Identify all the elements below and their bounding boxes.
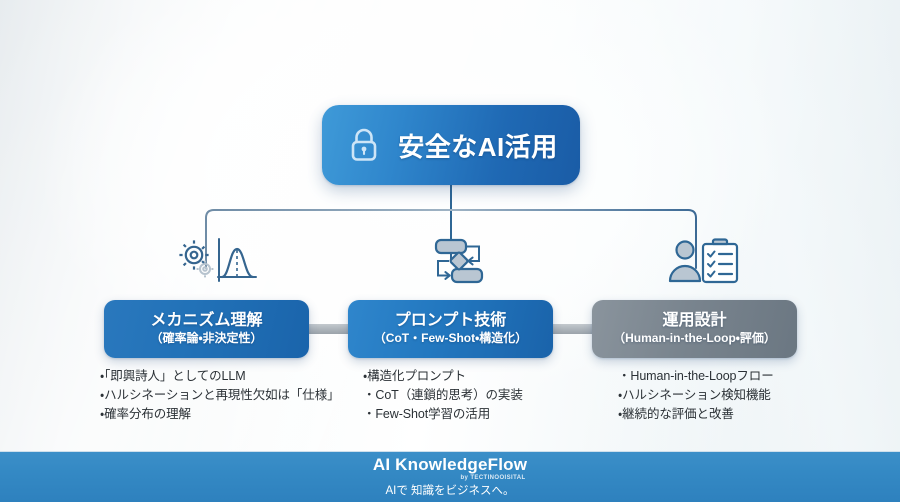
pillar-icon-prompt bbox=[405, 232, 515, 290]
pillar-box-prompt[interactable]: プロンプト技術 （CoT・Few-Shot・構造化） bbox=[348, 300, 553, 358]
gears-bellcurve-icon bbox=[179, 238, 257, 282]
pillar-subtitle: （確率論・非決定性） bbox=[150, 331, 263, 346]
pillar-icon-mechanism bbox=[160, 232, 270, 290]
footer-tagline: AIで 知識をビジネスへ。 bbox=[385, 485, 515, 498]
pillar-icon-operations bbox=[650, 232, 760, 290]
footer-band: AI KnowledgeFlow by TECTINOOISITAL AIで 知… bbox=[0, 451, 900, 502]
pillar-bullets-mechanism: ・「即興詩人」としてのLLM ・ハルシネーションと再現性欠如は「仕様」 ・確率分… bbox=[100, 367, 350, 424]
lock-icon bbox=[344, 122, 384, 168]
list-item: ・CoT（連鎖的思考）の実装 bbox=[363, 388, 523, 402]
pillar-subtitle: （Human-in-the-Loop・評価） bbox=[613, 331, 776, 346]
main-title-card: 安全なAI活用 bbox=[322, 105, 580, 185]
pillar-box-mechanism[interactable]: メカニズム理解 （確率論・非決定性） bbox=[104, 300, 309, 358]
pillar-title: 運用設計 bbox=[662, 311, 727, 329]
footer-byline: by TECTINOOISITAL bbox=[460, 475, 526, 482]
list-item: ・確率分布の理解 bbox=[100, 407, 191, 421]
flowchart-icon bbox=[434, 238, 484, 284]
footer-brand-name: AI KnowledgeFlow bbox=[372, 455, 528, 475]
pillar-title: メカニズム理解 bbox=[150, 311, 263, 329]
list-item: ・ハルシネーション検知機能 bbox=[618, 388, 771, 402]
list-item: ・「即興詩人」としてのLLM bbox=[100, 369, 246, 383]
list-item: ・Few-Shot学習の活用 bbox=[363, 407, 491, 421]
pillar-subtitle: （CoT・Few-Shot・構造化） bbox=[373, 331, 528, 346]
list-item: ・Human-in-the-Loopフロー bbox=[618, 369, 774, 383]
pillar-connector-bar-1 bbox=[305, 324, 351, 334]
pillar-connector-bar-2 bbox=[549, 324, 595, 334]
pillar-box-operations[interactable]: 運用設計 （Human-in-the-Loop・評価） bbox=[592, 300, 797, 358]
list-item: ・ハルシネーションと再現性欠如は「仕様」 bbox=[100, 388, 340, 402]
list-item: ・構造化プロンプト bbox=[363, 369, 466, 383]
pillar-bullets-operations: ・Human-in-the-Loopフロー ・ハルシネーション検知機能 ・継続的… bbox=[618, 367, 868, 424]
person-clipboard-icon bbox=[668, 238, 739, 284]
list-item: ・継続的な評価と改善 bbox=[618, 407, 734, 421]
pillar-title: プロンプト技術 bbox=[394, 311, 507, 329]
pillar-bullets-prompt: ・構造化プロンプト ・CoT（連鎖的思考）の実装 ・Few-Shot学習の活用 bbox=[363, 367, 613, 424]
main-title-label: 安全なAI活用 bbox=[398, 131, 558, 162]
